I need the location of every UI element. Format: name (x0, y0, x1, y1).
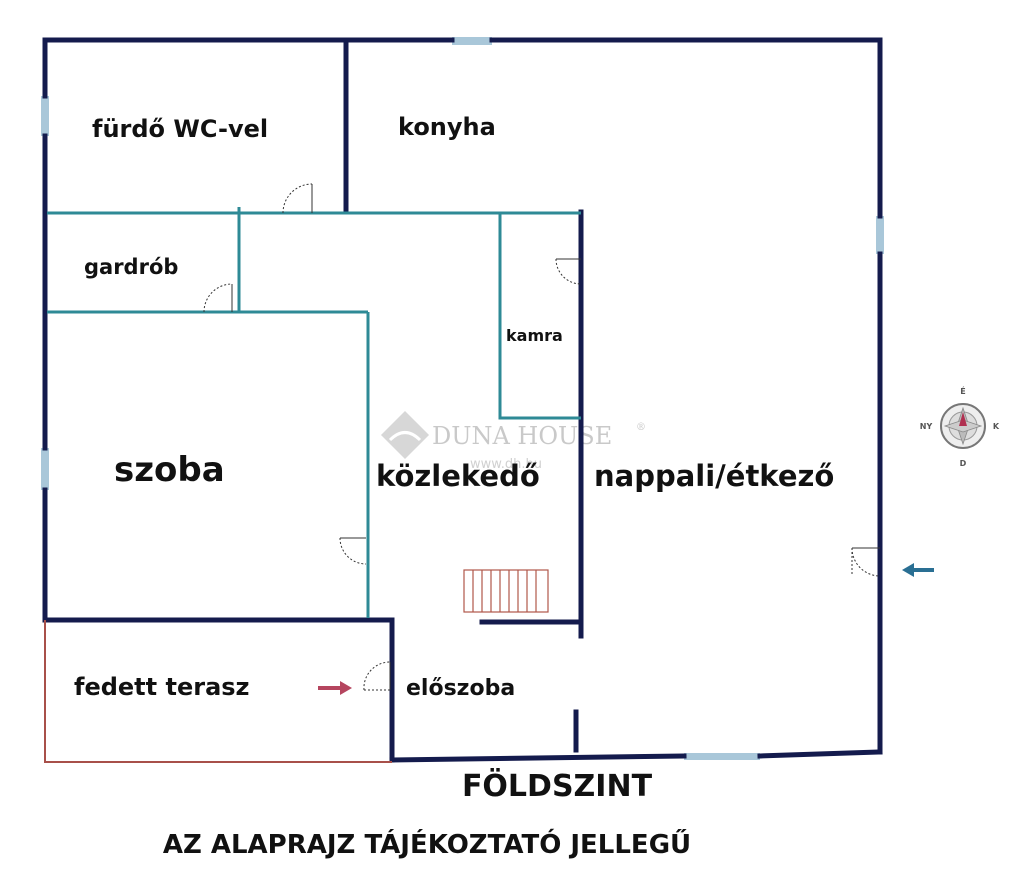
door-szoba-icon (339, 537, 367, 565)
disclaimer-text: AZ ALAPRAJZ TÁJÉKOZTATÓ JELLEGŰ (163, 828, 691, 860)
door-entry-icon (851, 547, 881, 577)
room-szoba-label: szoba (114, 450, 225, 490)
compass-south: D (960, 459, 967, 468)
room-kozlekedo-label: közlekedő (376, 459, 540, 493)
window-left-lower (41, 448, 49, 490)
compass-north: É (960, 385, 965, 396)
doors (203, 183, 881, 691)
compass-west: NY (920, 422, 933, 431)
door-kamra-icon (555, 258, 582, 285)
door-gardrob-icon (203, 283, 233, 313)
window-bottom (684, 753, 760, 760)
window-left-upper (41, 96, 49, 136)
outer-walls (42, 37, 883, 763)
floor-label: FÖLDSZINT (462, 767, 653, 804)
watermark-brand: DUNA HOUSE (432, 422, 612, 450)
entry-arrow-icon (902, 563, 934, 577)
room-gardrob-label: gardrób (84, 255, 178, 279)
watermark-registered: ® (636, 422, 646, 433)
windows (41, 37, 884, 760)
room-terasz-label: fedett terasz (74, 673, 250, 701)
room-eloszoba-label: előszoba (406, 676, 515, 701)
window-top (452, 37, 492, 45)
interior-walls (47, 207, 581, 618)
compass-east: K (993, 422, 1000, 431)
watermark-url: www.dh.hu (470, 457, 542, 472)
room-kamra-label: kamra (506, 326, 563, 345)
stairs-icon (463, 569, 549, 613)
door-terrace-icon (363, 661, 391, 691)
terrace-arrow-icon (318, 681, 352, 695)
room-nappali-label: nappali/étkező (594, 459, 834, 493)
window-right (876, 216, 884, 254)
duna-house-logo-icon (380, 410, 430, 460)
room-labels: fürdő WC-vel konyha gardrób kamra szoba … (74, 113, 834, 701)
room-furdo-label: fürdő WC-vel (92, 115, 268, 143)
terrace-outline (44, 620, 392, 763)
room-konyha-label: konyha (398, 113, 496, 141)
compass-icon: É D K NY (920, 385, 1000, 468)
door-furdo-icon (282, 183, 313, 214)
